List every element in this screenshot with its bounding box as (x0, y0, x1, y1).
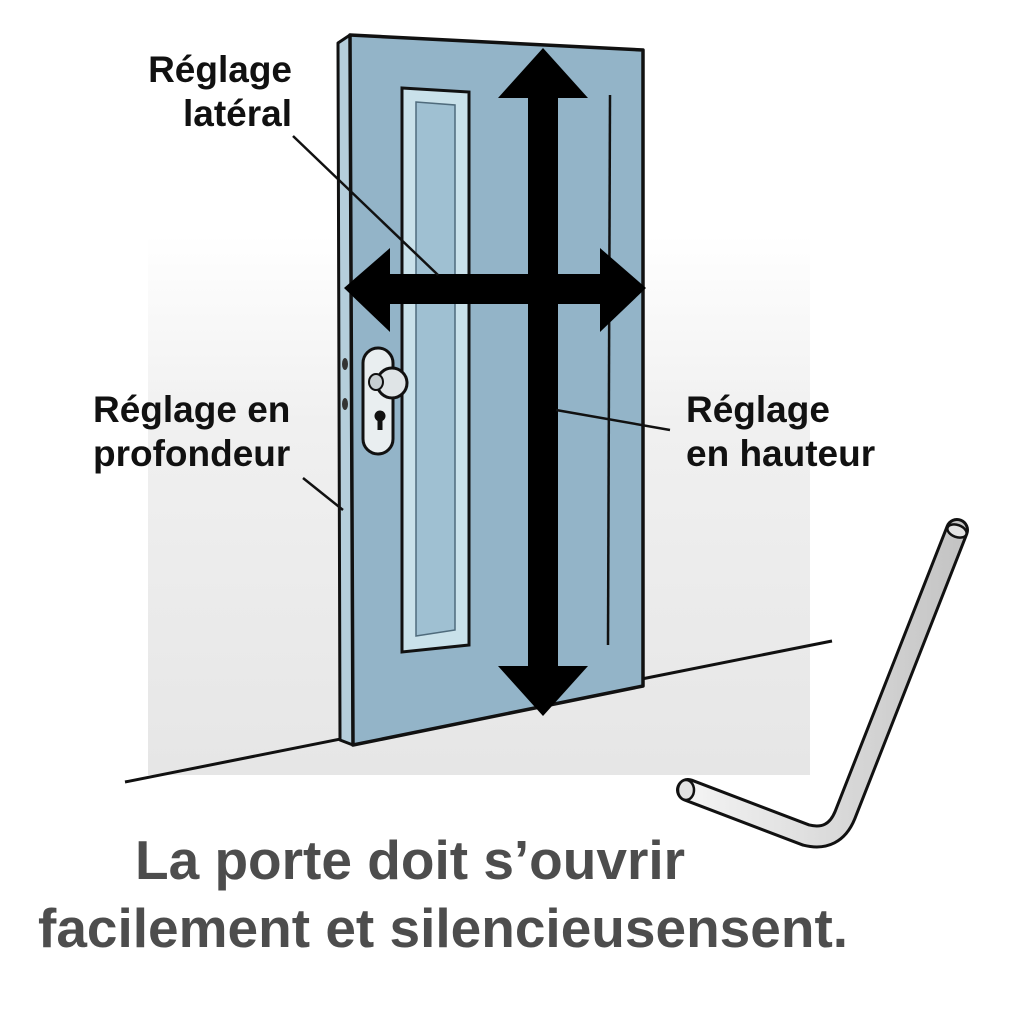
door-handle-icon (361, 346, 409, 456)
door-hinge-line (606, 94, 612, 646)
leader-line-lateral (292, 135, 439, 276)
keyhole-icon (374, 410, 386, 430)
label-lateral-line2: latéral (182, 93, 292, 134)
label-depth-line2: profondeur (93, 433, 291, 474)
label-lateral-adjustment: Réglage latéral (60, 48, 292, 136)
caption-line-1: La porte doit s’ouvrir (135, 829, 686, 891)
latch-hole-top (342, 358, 348, 370)
door-glass-inner (415, 101, 456, 637)
latch-hole-bottom (342, 398, 348, 410)
height-adjustment-arrow (498, 48, 588, 716)
leader-line-depth (302, 477, 344, 511)
allen-key-icon (676, 518, 969, 849)
label-height-line2: en hauteur (686, 433, 876, 474)
label-height-adjustment: Réglage en hauteur (686, 388, 875, 476)
label-height-line1: Réglage (686, 389, 830, 430)
leader-line-height (555, 408, 671, 432)
caption-line-2: facilement et silencieusensent. (38, 897, 849, 959)
label-depth-adjustment: Réglage en profondeur (93, 388, 290, 476)
label-lateral-line1: Réglage (148, 49, 292, 90)
label-depth-line1: Réglage en (93, 389, 291, 430)
lateral-adjustment-arrow (344, 248, 646, 332)
